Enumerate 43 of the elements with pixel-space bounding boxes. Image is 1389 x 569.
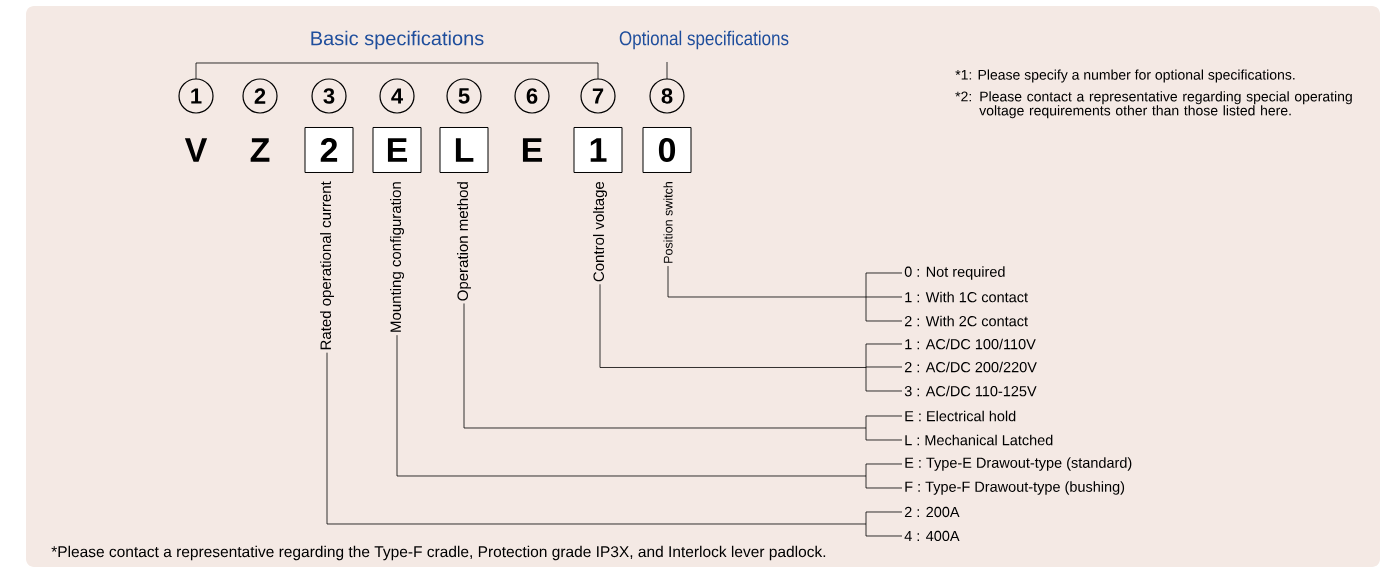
code-box: L [439, 127, 489, 173]
option-text: 4 : 400A [904, 530, 960, 542]
code-letter: Z [250, 138, 270, 162]
code-box: 2 [304, 127, 354, 173]
circled-number: 3 [311, 78, 347, 114]
option-text: 1 : With 1C contact [905, 291, 1028, 303]
section-heading: Optional specifications [619, 30, 789, 50]
code-box: 0 [642, 127, 692, 173]
field-name: Operation method [457, 182, 471, 301]
code-letter: V [184, 138, 208, 162]
option-text: 1 : AC/DC 100/110V [905, 338, 1036, 350]
option-text: E : Electrical hold [905, 410, 1016, 422]
option-text: 2 : With 2C contact [904, 315, 1028, 327]
option-text: 3 : AC/DC 110-125V [904, 385, 1037, 397]
leader-line [396, 334, 903, 489]
option-text: F : Type-F Drawout-type (bushing) [905, 481, 1125, 495]
footnote: *Please contact a representative regarding the Type-F cradle, Protection grade IP3X, and Interlock lever padlock. [51, 545, 826, 561]
leader-line [463, 303, 903, 441]
option-text: 0 : Not required [904, 266, 1005, 280]
circled-number: 2 [242, 78, 278, 114]
code-box: E [372, 127, 422, 173]
note: *2: Please contact a representative regarding special operating voltage requirements other than those listed here. [955, 91, 1352, 119]
section-heading: Basic specifications [311, 30, 484, 50]
field-name: Control voltage [593, 181, 607, 282]
code-box: 1 [573, 127, 623, 173]
circled-number: 4 [379, 78, 415, 114]
circled-number: 6 [514, 78, 550, 114]
circled-number: 8 [649, 78, 685, 114]
leader-line [599, 283, 903, 392]
option-text: E : Type-E Drawout-type (standard) [905, 457, 1132, 471]
leader-line [667, 265, 903, 322]
field-name: Rated operational current [320, 181, 334, 350]
field-name: Mounting configuration [390, 182, 404, 332]
code-letter: E [522, 138, 542, 162]
option-text: 2 : AC/DC 200/220V [904, 361, 1037, 373]
circled-number: 5 [446, 78, 482, 114]
note: *1: Please specify a number for optional specifications. [955, 69, 1295, 83]
option-text: L : Mechanical Latched [905, 434, 1053, 446]
leader-line [326, 352, 903, 537]
circled-number: 1 [178, 78, 214, 114]
circled-number: 7 [580, 78, 616, 114]
option-text: 2 : 200A [904, 506, 960, 518]
field-name: Position switch [663, 182, 673, 263]
